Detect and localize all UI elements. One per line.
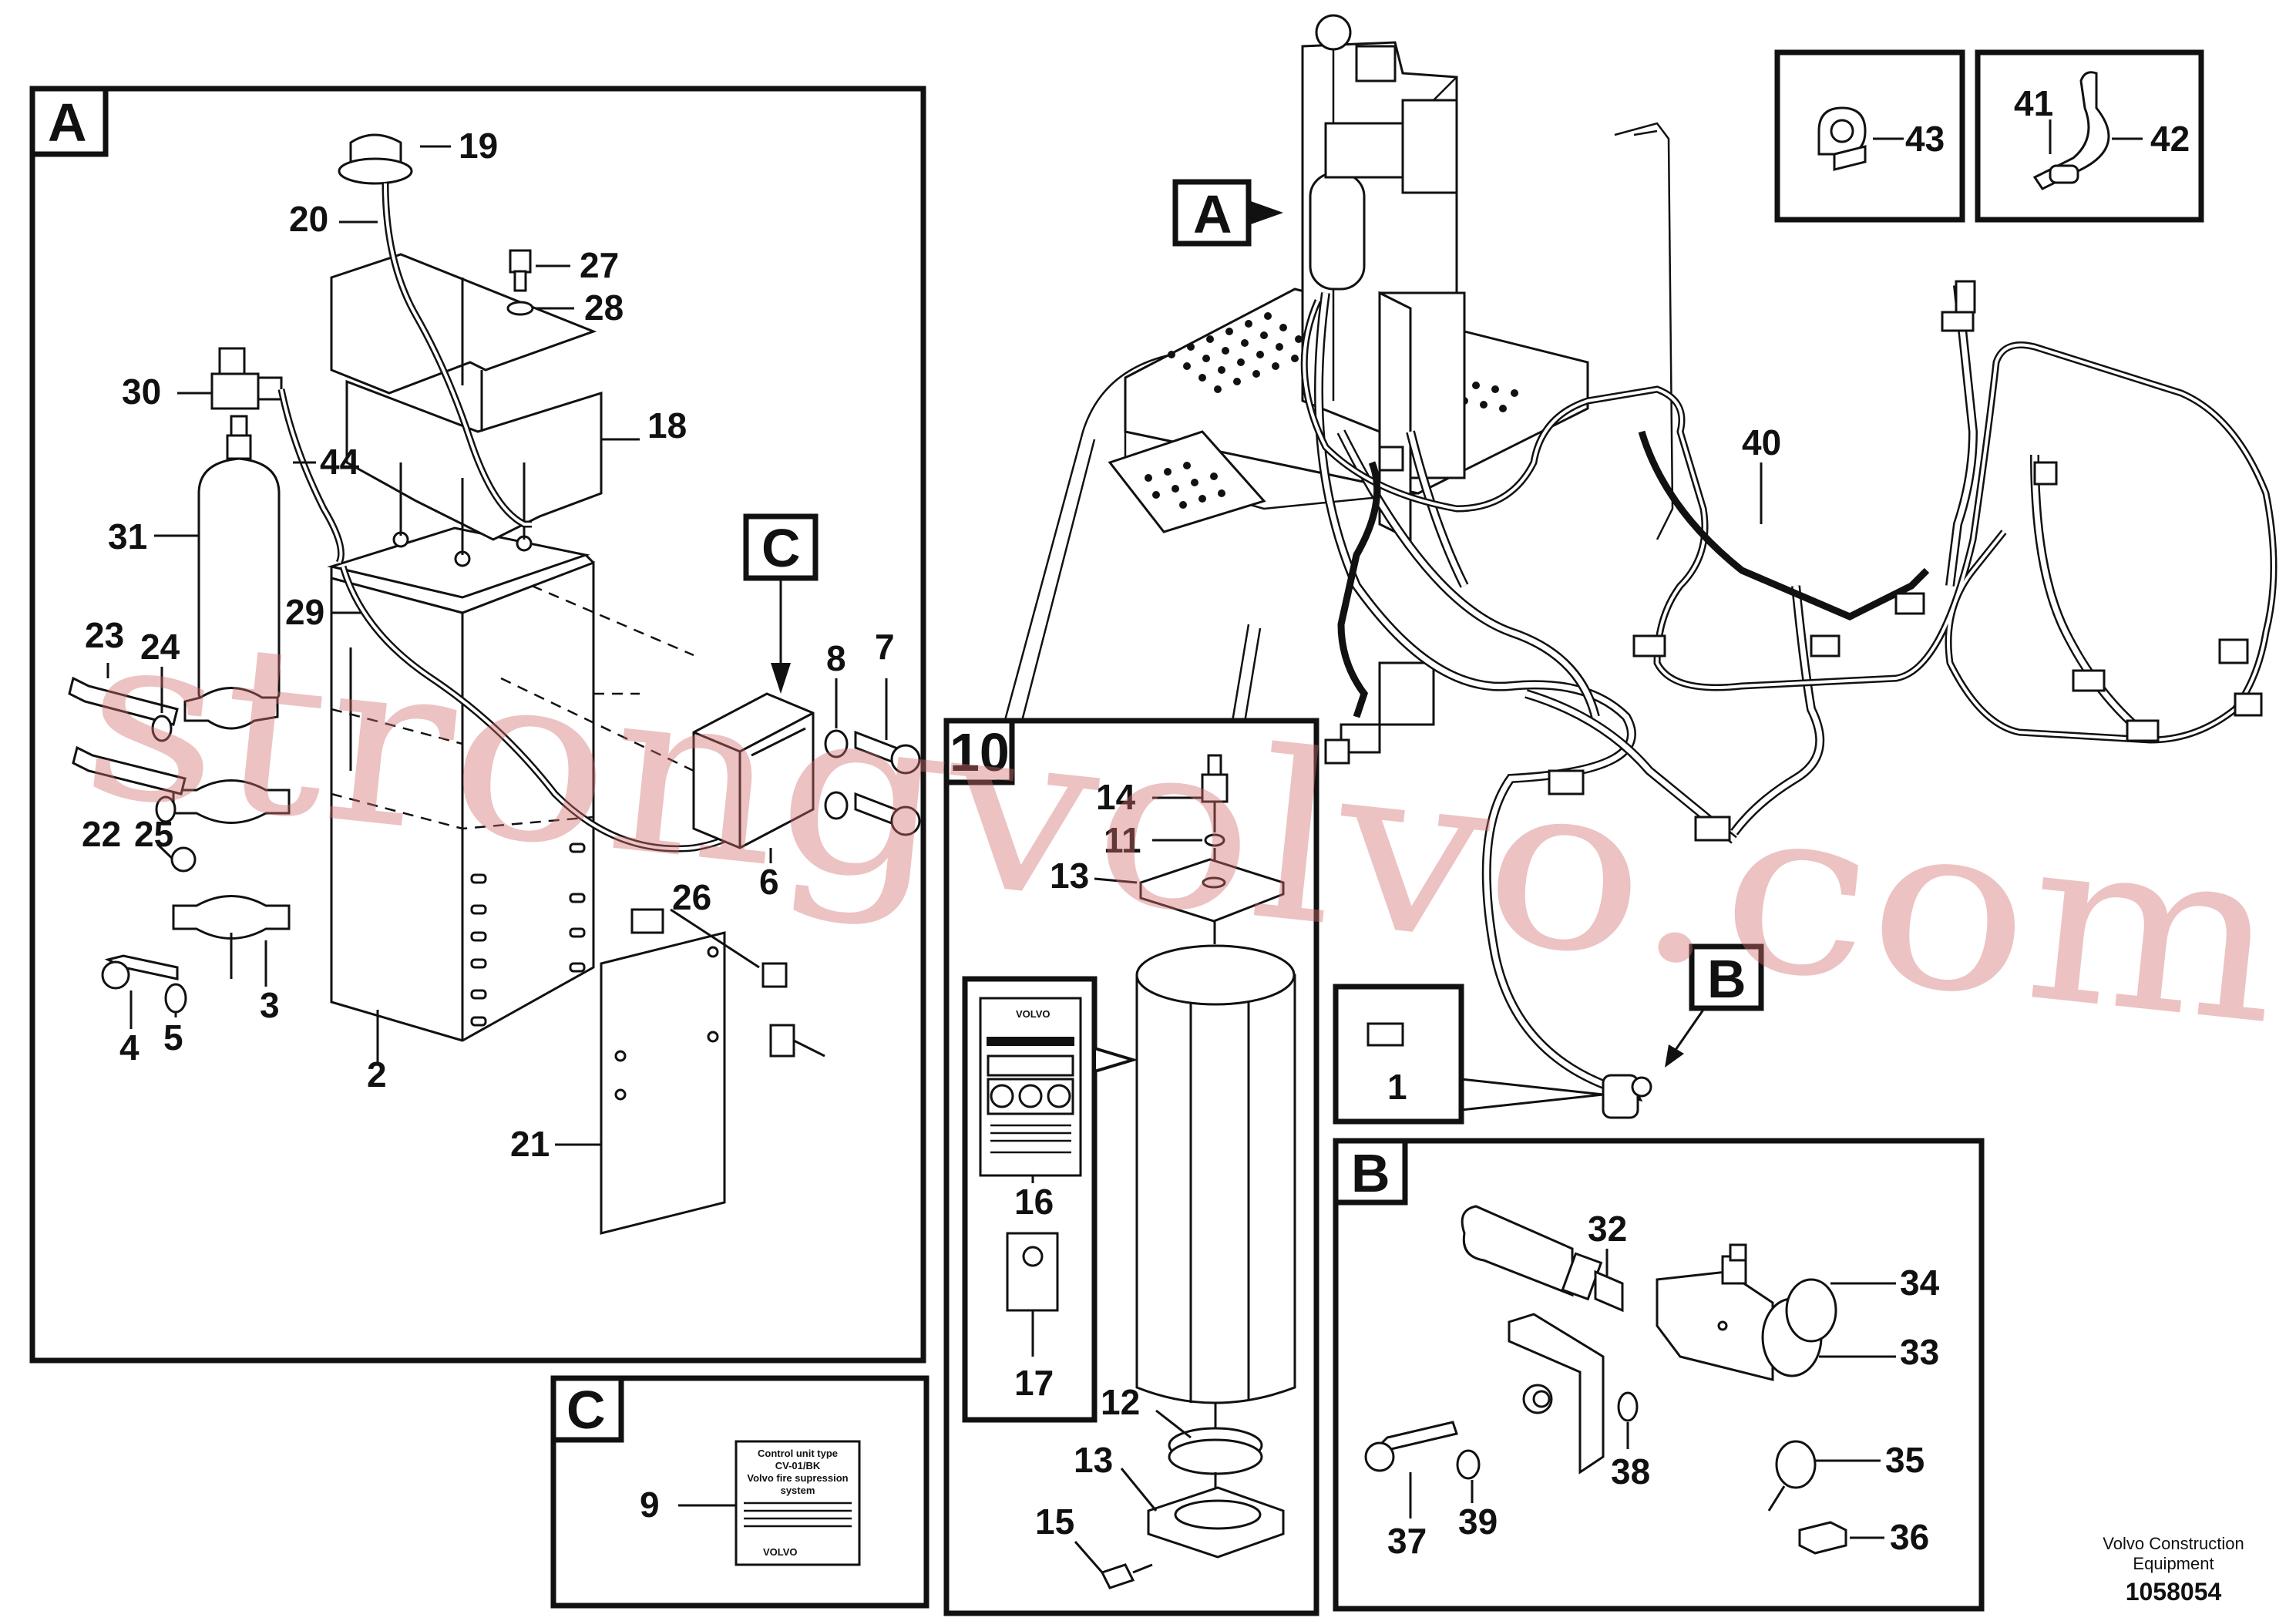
control-unit-label-line2: CV-01/BK (775, 1460, 821, 1471)
callout-27: 27 (580, 245, 619, 285)
callout-8: 8 (826, 638, 846, 678)
callout-30: 30 (122, 372, 161, 412)
callout-31: 31 (108, 516, 147, 557)
callout-3: 3 (260, 985, 280, 1025)
view-b-detail-box: B 32 34 33 37 39 38 3 (1333, 1138, 1985, 1612)
callout-29: 29 (285, 592, 324, 632)
footer-company-line1: Volvo Construction (2103, 1534, 2244, 1553)
callout-4: 4 (119, 1027, 140, 1068)
machine-overview: A B (977, 14, 2278, 1119)
control-unit-label-brand: VOLVO (763, 1546, 798, 1558)
callout-20: 20 (289, 199, 328, 239)
callout-32: 32 (1588, 1209, 1627, 1249)
view-a-label: A (48, 92, 87, 153)
callout-12: 12 (1101, 1382, 1140, 1422)
callout-14: 14 (1096, 777, 1136, 817)
view-b-label: B (1351, 1143, 1390, 1203)
view-c-label: C (566, 1380, 606, 1440)
callout-42: 42 (2150, 119, 2190, 159)
callout-34: 34 (1900, 1263, 1940, 1303)
callout-26: 26 (672, 877, 711, 917)
callout-5: 5 (163, 1017, 183, 1058)
callout-7: 7 (875, 627, 895, 667)
footer-drawing-number: 1058054 (2126, 1578, 2222, 1606)
callout-33: 33 (1900, 1332, 1939, 1372)
callout-22: 22 (82, 814, 121, 854)
callout-37: 37 (1387, 1521, 1427, 1561)
kit-10-label: 10 (950, 722, 1010, 782)
callout-18: 18 (647, 405, 687, 446)
callout-44: 44 (320, 442, 360, 482)
kit-10-detail-box: 10 14 11 13 12 13 (943, 718, 1319, 1616)
harness-clips (1324, 280, 2263, 842)
callout-36: 36 (1890, 1517, 1929, 1557)
callout-19: 19 (459, 126, 498, 166)
callout-38: 38 (1611, 1451, 1650, 1492)
decal-brand: VOLVO (1016, 1008, 1051, 1020)
view-a-flag-label: A (1193, 184, 1232, 244)
view-b-flag-label: B (1707, 949, 1746, 1009)
callout-39: 39 (1458, 1502, 1498, 1542)
callout-35: 35 (1885, 1440, 1925, 1480)
callout-17: 17 (1014, 1363, 1054, 1403)
control-unit-label-line3: Volvo fire supression (747, 1472, 848, 1484)
view-c-detail-box: C Control unit type CV-01/BK Volvo fire … (550, 1375, 929, 1609)
callout-11: 11 (1104, 820, 1141, 860)
housing-slots (470, 842, 586, 1027)
callout-41: 41 (2014, 83, 2053, 123)
callout-1: 1 (1387, 1067, 1407, 1107)
callout-28: 28 (584, 288, 624, 328)
control-unit-label-line4: system (781, 1485, 815, 1496)
callout-24: 24 (140, 627, 180, 667)
detail-box-41-42: 41 42 (1975, 49, 2204, 223)
callout-2: 2 (367, 1054, 387, 1095)
callout-13-top: 13 (1050, 856, 1089, 896)
view-a-detail-box: A 18 (29, 86, 926, 1364)
callout-40: 40 (1742, 422, 1781, 462)
detail-box-43: 43 (1774, 49, 1965, 223)
callout-16: 16 (1014, 1182, 1054, 1222)
footer-company-line2: Equipment (2133, 1554, 2214, 1573)
control-unit-label-line1: Control unit type (758, 1448, 838, 1459)
view-c-flag-label: C (761, 518, 801, 578)
callout-23: 23 (85, 615, 124, 655)
callout-9: 9 (640, 1485, 660, 1525)
item-1-detail-box: 1 (1333, 984, 1604, 1125)
callout-15: 15 (1035, 1502, 1074, 1542)
callout-21: 21 (510, 1124, 550, 1164)
callout-13-bottom: 13 (1074, 1440, 1113, 1480)
callout-43: 43 (1905, 119, 1945, 159)
callout-6: 6 (759, 862, 779, 902)
